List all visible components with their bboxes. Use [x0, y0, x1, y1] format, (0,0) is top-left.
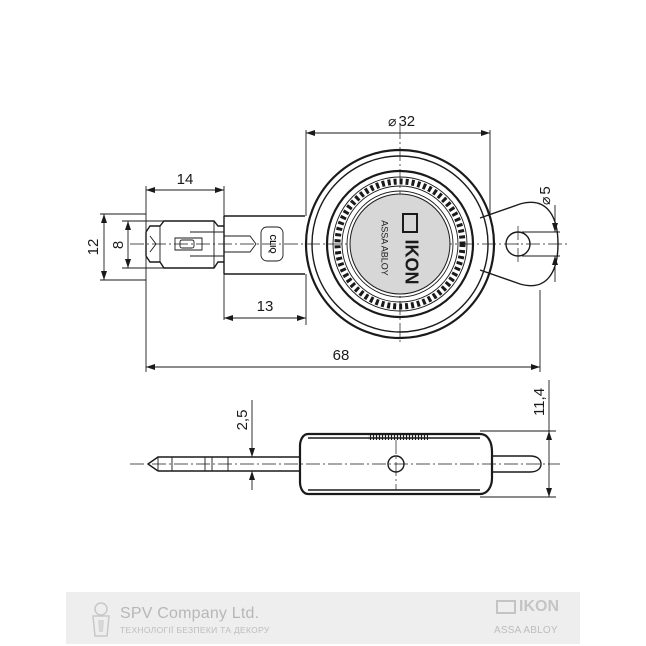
dim-height-8: 8: [110, 241, 127, 249]
ikon-head-logo: IKON ASSA ABLOY: [380, 213, 421, 285]
assa-abloy-text: ASSA ABLOY: [494, 625, 558, 636]
dim-thickness-11-4: 11,4: [531, 388, 548, 416]
blade-mark-text: CLIQ: [268, 234, 277, 253]
footer-bar: SPV Company Ltd. ТЕХНОЛОГІЇ БЕЗПЕКИ ТА Д…: [66, 592, 580, 644]
key-top-view: CLIQ IKON ASSA ABLOY ⌀32: [85, 113, 570, 372]
dim-length-13: 13: [257, 298, 274, 315]
dim-thickness-2-5: 2,5: [234, 410, 251, 431]
dim-length-14: 14: [177, 171, 194, 188]
company-tagline: ТЕХНОЛОГІЇ БЕЗПЕКИ ТА ДЕКОРУ: [120, 625, 270, 635]
spv-logo-icon: [92, 602, 110, 637]
head-maker-text: ASSA ABLOY: [380, 220, 390, 276]
key-side-view: 2,5 11,4: [130, 380, 560, 498]
head-brand-text: IKON: [401, 240, 421, 285]
dim-diameter-32: ⌀32: [388, 113, 415, 130]
dim-height-12: 12: [85, 239, 102, 256]
company-name: SPV Company Ltd.: [120, 605, 260, 622]
ikon-brand-name: IKON: [519, 598, 559, 615]
dim-length-68: 68: [333, 347, 350, 364]
ikon-logo-icon: [496, 600, 516, 614]
dim-diameter-5: ⌀5: [537, 186, 554, 205]
